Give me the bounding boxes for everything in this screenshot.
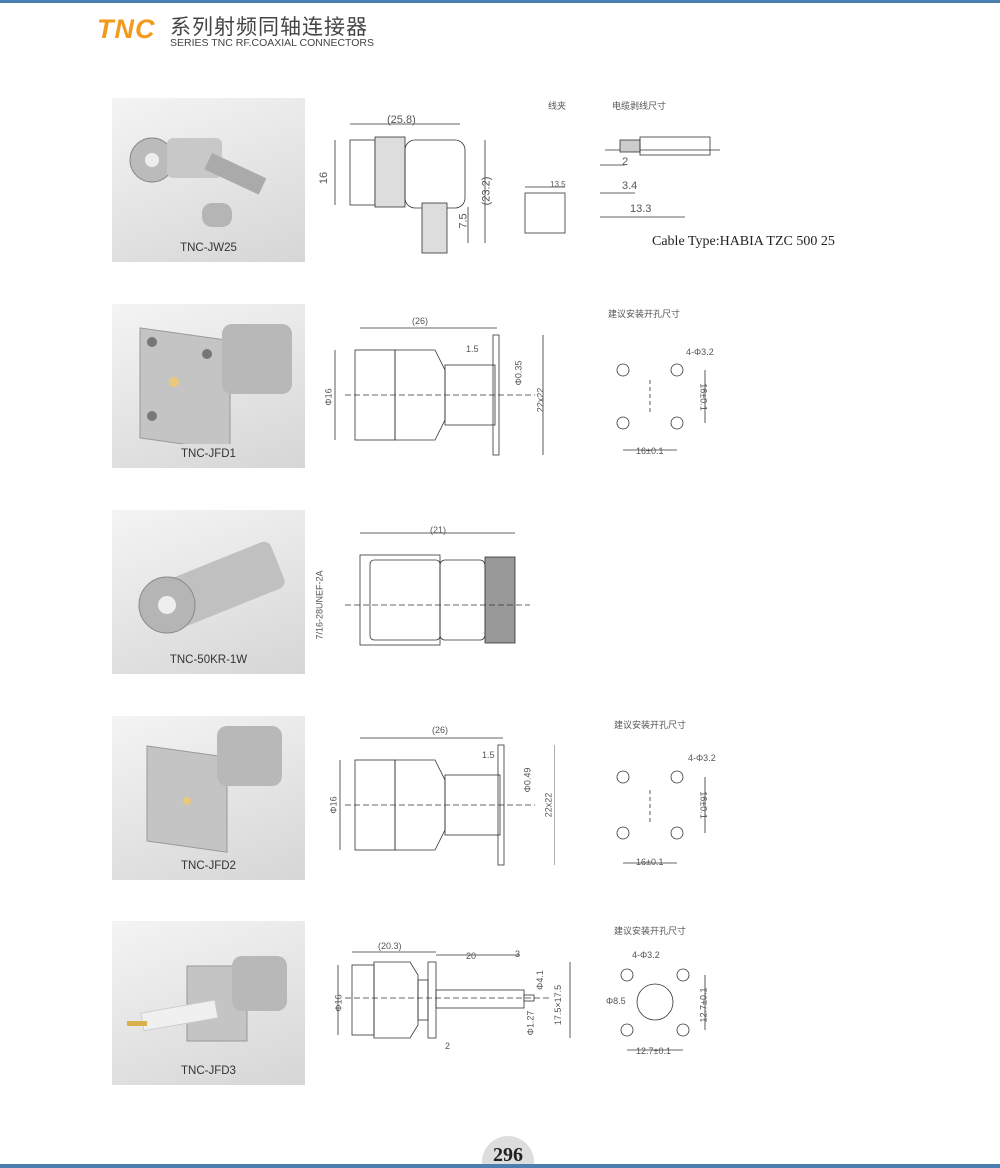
top-rule: [0, 0, 1000, 3]
hole-center: Φ8.5: [606, 996, 626, 1006]
dim-square: 17.5×17.5: [553, 984, 564, 1026]
dim-length: (21): [430, 525, 447, 535]
model-caption: TNC-JFD3: [181, 1065, 236, 1077]
title-cn: 系列射频同轴连接器: [170, 16, 368, 39]
hole-count: 4-Φ3.2: [686, 347, 714, 357]
dim-square: 22x22: [543, 792, 554, 818]
jfd3-drawing: [337, 951, 571, 1039]
dim-tail: 7.5: [457, 213, 470, 229]
dim-length: (20.3): [378, 941, 402, 951]
ferrule-dim: 13.5: [550, 180, 566, 189]
dim-dia: Φ16: [328, 796, 339, 814]
connector-image: [129, 137, 267, 227]
hole-label: 建议安装开孔尺寸: [614, 720, 687, 730]
dim-flange: 1.5: [482, 750, 495, 760]
connector-image: [127, 956, 287, 1042]
ferrule-label: 线夹: [548, 101, 567, 111]
dim-height: (23.2): [480, 176, 493, 206]
dim-tip: 3: [515, 949, 521, 959]
dim-pin: Φ0.35: [513, 360, 524, 386]
strip-label: 电缆剥线尺寸: [612, 101, 667, 111]
connector-image: [146, 726, 282, 853]
bottom-rule: [0, 1164, 1000, 1168]
hole-label: 建议安装开孔尺寸: [608, 309, 681, 319]
hole-pattern: [620, 968, 706, 1051]
model-caption: TNC-JFD2: [181, 860, 236, 872]
product-photo: TNC-JFD3: [112, 921, 305, 1085]
hole-pattern: [616, 363, 706, 451]
dim-length: (26): [412, 316, 429, 326]
hole-v-spacing: 16±0.1: [698, 791, 709, 819]
model-caption: TNC-JW25: [180, 242, 237, 254]
dim-dia: Φ16: [333, 994, 344, 1012]
dim-flange: 2: [445, 1041, 451, 1051]
hole-v-spacing: 16±0.1: [698, 383, 709, 411]
dim-length: (25.8): [387, 114, 416, 126]
hole-pattern: [616, 770, 706, 864]
dim-pin: Φ0.49: [522, 767, 533, 793]
product-photo: TNC-JFD2: [112, 716, 305, 880]
hole-h-spacing: 16±0.1: [636, 857, 664, 867]
product-photo: TNC-50KR-1W: [112, 510, 305, 674]
dim-ext: 20: [466, 951, 477, 961]
hole-h-spacing: 16±0.1: [636, 446, 664, 456]
model-caption: TNC-50KR-1W: [169, 654, 248, 666]
jfd1-drawing: [334, 327, 544, 456]
hole-v-spacing: 12.7±0.1: [698, 987, 709, 1023]
strip-dim: 13.3: [630, 203, 652, 215]
dim-d1: Φ4.1: [534, 970, 545, 990]
model-caption: TNC-JFD1: [181, 448, 236, 460]
hole-count: 4-Φ3.2: [632, 950, 660, 960]
hole-count: 4-Φ3.2: [688, 753, 716, 763]
dim-dia: Φ16: [323, 388, 334, 406]
50kr-drawing: [345, 532, 530, 646]
dim-square: 22x22: [535, 387, 546, 413]
product-photo: TNC-JFD1: [112, 304, 305, 468]
jfd2-drawing: [339, 737, 555, 866]
dim-flange: 1.5: [466, 344, 479, 354]
dim-thread: 7/16-28UNEF-2A: [314, 570, 325, 640]
hole-label: 建议安装开孔尺寸: [614, 926, 687, 936]
dim-d2: Φ1.27: [525, 1010, 536, 1036]
title-en: SERIES TNC RF.COAXIAL CONNECTORS: [170, 37, 375, 49]
hole-h-spacing: 12.7±0.1: [636, 1046, 671, 1056]
connector-image: [138, 541, 285, 634]
dim-length: (26): [432, 725, 449, 735]
brand-logo: TNC: [97, 14, 156, 44]
strip-dim: 2: [622, 156, 629, 168]
connector-image: [139, 324, 292, 444]
strip-dim: 3.4: [622, 180, 638, 192]
dim-dia: 16: [318, 171, 331, 185]
cable-type: Cable Type:HABIA TZC 500 25: [652, 234, 835, 249]
product-photo: TNC-JW25: [112, 98, 305, 262]
jw25-drawing: [334, 123, 720, 254]
